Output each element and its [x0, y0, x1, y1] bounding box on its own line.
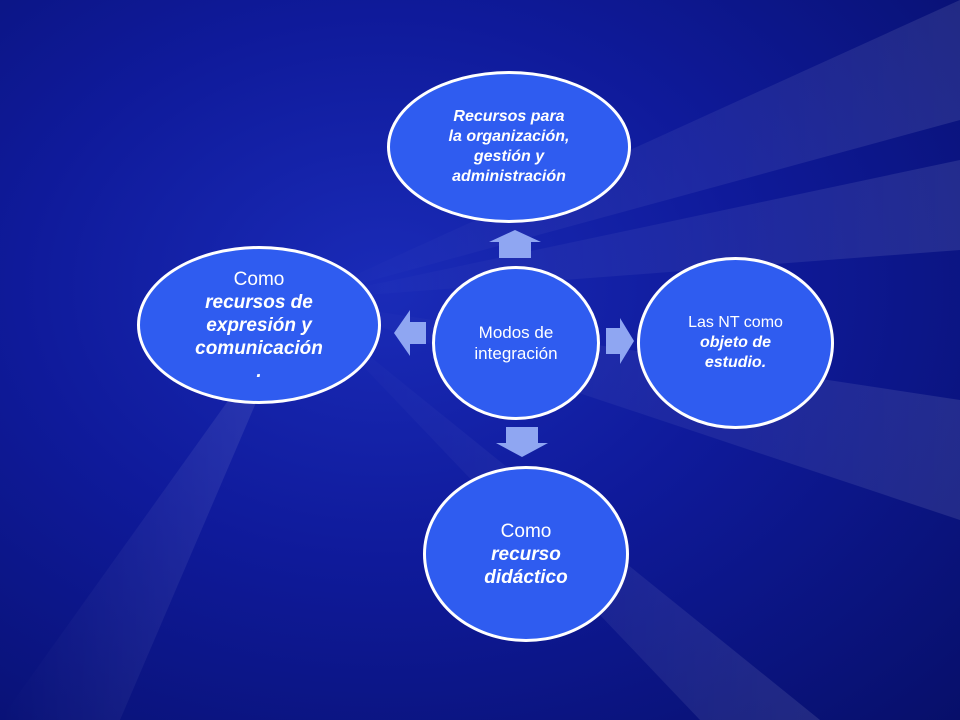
bottom-emphasis-2: didáctico: [484, 566, 568, 588]
right-emphasis-1: objeto de: [699, 334, 772, 351]
top-line-1: Recursos para: [453, 108, 565, 125]
arrow-down-icon: [496, 427, 548, 457]
arrow-right-icon: [606, 318, 634, 364]
top-line-4: administración: [452, 168, 566, 185]
center-node: Modos de integración: [432, 266, 600, 420]
bottom-plain-text: Como: [500, 520, 552, 542]
left-node: Como recursos de expresión y comunicació…: [137, 246, 381, 404]
arrow-left-icon: [394, 310, 426, 356]
top-line-3: gestión y: [473, 148, 545, 165]
left-emphasis-3: comunicación: [195, 337, 323, 359]
bottom-node: Como recurso didáctico: [423, 466, 629, 642]
left-emphasis-1: recursos de: [205, 291, 313, 313]
left-emphasis-2: expresión y: [206, 314, 312, 336]
right-node: Las NT como objeto de estudio.: [637, 257, 834, 429]
center-label: Modos de integración: [474, 323, 558, 363]
right-plain-text: Las NT como: [688, 314, 783, 331]
right-emphasis-2: estudio.: [704, 354, 767, 371]
left-emphasis-4: .: [256, 360, 262, 382]
arrow-up-icon: [489, 230, 541, 258]
bottom-emphasis-1: recurso: [491, 543, 561, 565]
top-line-2: la organización,: [448, 128, 570, 145]
top-node: Recursos para la organización, gestión y…: [387, 71, 631, 223]
left-plain-text: Como: [233, 268, 285, 290]
